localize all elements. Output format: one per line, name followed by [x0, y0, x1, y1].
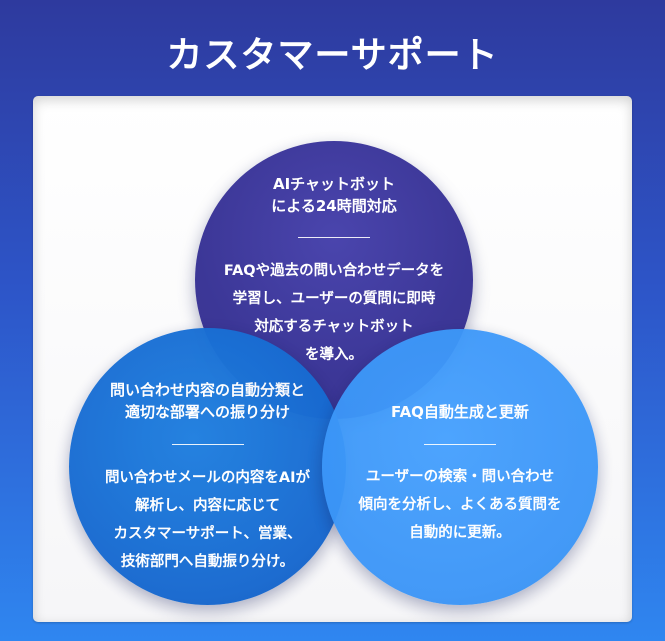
divider: [171, 444, 244, 445]
feature-title: 問い合わせ内容の自動分類と 適切な部署への振り分け: [109, 381, 305, 421]
feature-circle-faq: FAQ自動生成と更新 ユーザーの検索・問い合わせ 傾向を分析し、よくある質問を …: [322, 329, 598, 605]
feature-description: 問い合わせメールの内容をAIが 解析し、内容に応じて カスタマーサポート、営業、…: [104, 470, 311, 570]
feature-description: FAQや過去の問い合わせデータを 学習し、ユーザーの質問に即時 対応するチャット…: [223, 263, 445, 363]
feature-circle-classification: 問い合わせ内容の自動分類と 適切な部署への振り分け 問い合わせメールの内容をAI…: [69, 328, 346, 605]
feature-title: FAQ自動生成と更新: [391, 403, 529, 421]
content-panel: AIチャットボット による24時間対応 FAQや過去の問い合わせデータを 学習し…: [33, 96, 632, 622]
divider: [298, 237, 370, 238]
feature-description: ユーザーの検索・問い合わせ 傾向を分析し、よくある質問を 自動的に更新。: [358, 469, 562, 541]
page-title: カスタマーサポート: [166, 35, 499, 76]
feature-title: AIチャットボット による24時間対応: [271, 175, 397, 215]
divider: [424, 444, 496, 445]
